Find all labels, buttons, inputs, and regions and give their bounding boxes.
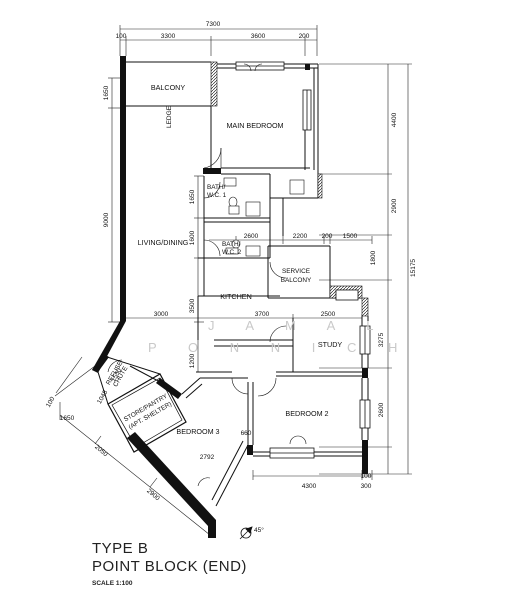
dim-ll-660: 660	[241, 430, 252, 437]
dim-mid-200: 200	[322, 233, 333, 240]
watermark-line2: P O N N I C H	[148, 340, 411, 355]
label-bedroom-2: BEDROOM 2	[285, 409, 328, 418]
plan-type-title: TYPE B	[92, 540, 149, 557]
dim-top-3300: 3300	[161, 33, 176, 40]
label-service-balcony-line1: SERVICE	[282, 268, 310, 275]
dim-ll-2900: 2900	[145, 488, 161, 503]
dim-right-1800: 1800	[370, 250, 377, 265]
label-balcony: BALCONY	[151, 83, 186, 92]
dim-mid-2200: 2200	[293, 233, 308, 240]
north-arrow-icon	[239, 526, 253, 540]
dim-ll-1650: 1650	[60, 415, 75, 422]
dim-right-3275: 3275	[378, 332, 385, 347]
label-living-dining: LIVING/DINING	[138, 238, 189, 247]
label-service-balcony-line2: BALCONY	[281, 277, 312, 284]
fixtures	[223, 177, 305, 257]
dimension-labels: 7300 100 3300 3600 200 15175 4400 2900 1…	[45, 21, 417, 502]
plan-block-title: POINT BLOCK (END)	[92, 558, 247, 575]
dim-ll-100: 100	[45, 395, 57, 408]
windows	[235, 61, 371, 459]
room-labels: BALCONY MAIN BEDROOM BATH/ W.C. 1 BATH/ …	[105, 83, 342, 436]
dim-mid-1650: 1650	[189, 189, 196, 204]
dim-mid-1600: 1600	[189, 230, 196, 245]
watermark: J A M A L P O N N I C H	[148, 318, 411, 355]
label-bath-wc-1-line2: W.C. 1	[207, 192, 227, 199]
dim-right-4400: 4400	[391, 112, 398, 127]
dim-right-2600: 2600	[378, 402, 385, 417]
dim-mid-1500: 1500	[343, 233, 358, 240]
dim-overall-width: 7300	[206, 21, 221, 28]
dim-mid-2500: 2500	[321, 311, 336, 318]
dim-mid-3000: 3000	[154, 311, 169, 318]
north-arrow-label: 45°	[254, 526, 264, 534]
label-main-bedroom: MAIN BEDROOM	[226, 121, 283, 130]
dim-ll-2792: 2792	[200, 454, 215, 461]
dim-top-200: 200	[299, 33, 310, 40]
dim-mid-3500: 3500	[189, 298, 196, 313]
dim-bottom-4300: 4300	[302, 483, 317, 490]
label-study: STUDY	[318, 340, 343, 349]
label-bath-wc-1-line1: BATH/	[207, 184, 226, 191]
exterior-walls	[92, 56, 368, 538]
watermark-line1: J A M A L	[208, 318, 387, 333]
doors	[107, 63, 307, 487]
dim-left-9000: 9000	[103, 212, 110, 227]
dim-right-100: 100	[361, 473, 372, 480]
label-bath-wc-2-line1: BATH/	[222, 241, 241, 248]
dim-left-1650: 1650	[103, 85, 110, 100]
plan-scale-label: SCALE 1:100	[92, 580, 133, 587]
dimension-lines	[54, 25, 412, 536]
dim-top-3600: 3600	[251, 33, 266, 40]
dim-right-total: 15175	[410, 259, 417, 277]
dim-right-2900: 2900	[391, 198, 398, 213]
label-ledge: LEDGE	[166, 105, 173, 128]
label-bath-wc-2-line2: W.C. 2	[222, 249, 242, 256]
dim-mid-3700: 3700	[255, 311, 270, 318]
dim-top-100: 100	[116, 33, 127, 40]
dim-mid-2600: 2600	[244, 233, 259, 240]
dim-bottom-300: 300	[361, 483, 372, 490]
dim-ll-2050: 2050	[93, 444, 109, 459]
dim-mid-1200: 1200	[189, 353, 196, 368]
label-bedroom-3: BEDROOM 3	[176, 427, 219, 436]
north-arrow: 45°	[239, 526, 264, 540]
label-kitchen: KITCHEN	[220, 292, 252, 301]
